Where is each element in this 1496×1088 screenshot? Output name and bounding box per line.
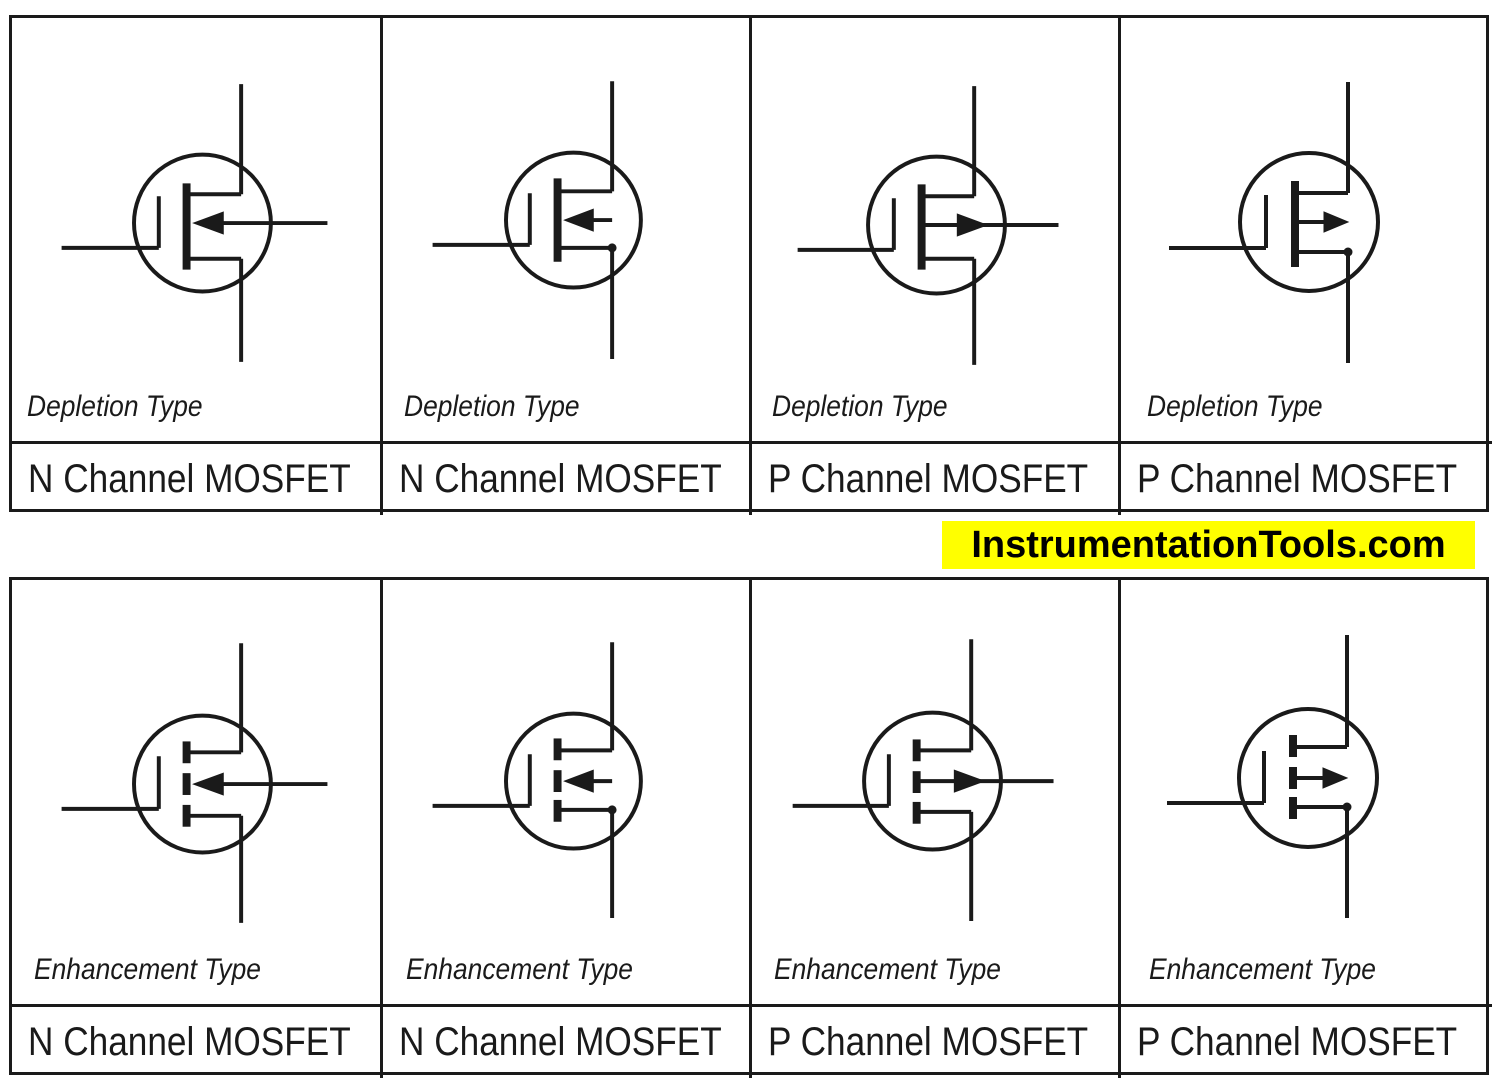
- depletion-table: N Channel MOSFET N Channel MOSFET P Chan…: [9, 15, 1492, 515]
- enhancement-table: N Channel MOSFET N Channel MOSFET P Chan…: [9, 577, 1492, 1078]
- channel-label: P Channel MOSFET: [768, 1020, 1089, 1064]
- channel-label: P Channel MOSFET: [1137, 1020, 1458, 1064]
- depletion-n-channel-3-terminal-cell: [383, 18, 752, 441]
- enhancement-n-channel-3-terminal-symbol: [432, 642, 643, 918]
- channel-label: P Channel MOSFET: [768, 457, 1089, 501]
- channel-label: N Channel MOSFET: [399, 457, 722, 501]
- enhancement-n-channel-4-terminal-symbol: [61, 643, 328, 923]
- enhancement-p-channel-4-terminal-symbol: [792, 639, 1054, 921]
- enhancement-channel-cell-3: P Channel MOSFET: [752, 1004, 1121, 1078]
- depletion-channel-cell-2: N Channel MOSFET: [383, 441, 752, 515]
- enhancement-p-channel-3-terminal-cell: [1121, 580, 1492, 1004]
- type-label: Enhancement Type: [1149, 953, 1376, 986]
- enhancement-n-channel-4-terminal-cell: [12, 580, 383, 1004]
- depletion-n-channel-4-terminal-symbol: [61, 84, 328, 362]
- type-label: Enhancement Type: [34, 953, 261, 986]
- enhancement-channel-cell-4: P Channel MOSFET: [1121, 1004, 1492, 1078]
- brand-watermark: InstrumentationTools.com: [942, 521, 1475, 569]
- enhancement-n-channel-3-terminal-cell: [383, 580, 752, 1004]
- channel-label: P Channel MOSFET: [1137, 457, 1458, 501]
- depletion-channel-cell-3: P Channel MOSFET: [752, 441, 1121, 515]
- enhancement-p-channel-4-terminal-cell: [752, 580, 1121, 1004]
- depletion-n-channel-4-terminal-cell: [12, 18, 383, 441]
- channel-label: N Channel MOSFET: [28, 457, 351, 501]
- depletion-p-channel-4-terminal-cell: [752, 18, 1121, 441]
- type-label: Enhancement Type: [406, 953, 633, 986]
- depletion-p-channel-3-terminal-cell: [1121, 18, 1492, 441]
- depletion-n-channel-3-terminal-symbol: [432, 81, 643, 359]
- type-label: Depletion Type: [1147, 390, 1323, 423]
- depletion-channel-cell-4: P Channel MOSFET: [1121, 441, 1492, 515]
- depletion-p-channel-3-terminal-symbol: [1169, 82, 1380, 363]
- type-label: Depletion Type: [404, 390, 580, 423]
- enhancement-channel-cell-2: N Channel MOSFET: [383, 1004, 752, 1078]
- channel-label: N Channel MOSFET: [399, 1020, 722, 1064]
- channel-label: N Channel MOSFET: [28, 1020, 351, 1064]
- enhancement-p-channel-3-terminal-symbol: [1167, 635, 1379, 918]
- type-label: Enhancement Type: [774, 953, 1001, 986]
- type-label: Depletion Type: [772, 390, 948, 423]
- enhancement-channel-cell-1: N Channel MOSFET: [12, 1004, 383, 1078]
- depletion-p-channel-4-terminal-symbol: [797, 86, 1059, 365]
- depletion-channel-cell-1: N Channel MOSFET: [12, 441, 383, 515]
- type-label: Depletion Type: [27, 390, 203, 423]
